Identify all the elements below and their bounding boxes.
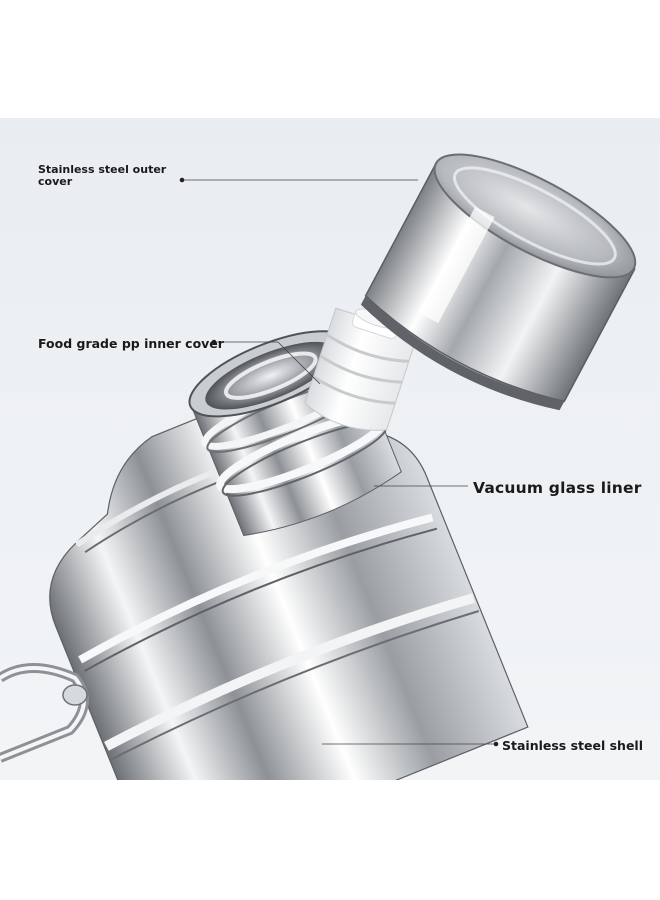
outer-cap-shape — [360, 153, 637, 411]
callout-line-icon — [182, 179, 496, 745]
product-photo: Stainless steel outer cover Food grade p… — [0, 118, 660, 780]
callout-dot-icon — [179, 177, 499, 747]
thermos-illustration — [0, 153, 637, 780]
handle-shape — [0, 663, 89, 763]
outer-cover-label: Stainless steel outer cover — [38, 163, 167, 188]
shell-label: Stainless steel shell — [502, 738, 643, 753]
glass-liner-label: Vacuum glass liner — [473, 479, 642, 497]
inner-cover-label: Food grade pp inner cover — [38, 336, 224, 351]
